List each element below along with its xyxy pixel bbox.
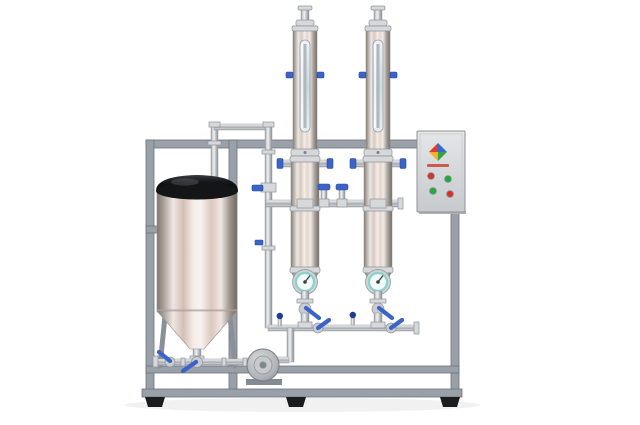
- manifold-end-cap: [397, 197, 404, 210]
- tee-collar: [370, 321, 386, 329]
- pipe-clamp: [242, 357, 248, 367]
- indicator-light-red[interactable]: [427, 172, 435, 180]
- frame-base-rail: [141, 388, 463, 398]
- feed-tank: [156, 175, 238, 369]
- ball-valve-knob: [276, 312, 283, 320]
- control-panel: [416, 130, 466, 214]
- centrifugal-pump: [246, 348, 290, 385]
- lid-highlight: [171, 178, 199, 186]
- panel-enclosure: [416, 130, 466, 213]
- tri-clamp-fitting: [336, 198, 348, 208]
- pipe-clamp: [180, 357, 186, 367]
- pipe-elbow: [262, 121, 275, 128]
- ball-valve-knob: [349, 311, 356, 319]
- drain-stub: [350, 316, 355, 326]
- pipe-clamp: [221, 357, 227, 367]
- left-down-pipe: [264, 123, 273, 329]
- valve-handle: [254, 239, 264, 246]
- top-transfer-pipe: [213, 123, 269, 131]
- membrane-column-1: [277, 6, 333, 325]
- frame-foot: [286, 397, 306, 407]
- valve-handle: [335, 183, 349, 191]
- manifold-fittings: [276, 183, 405, 334]
- valve-handle: [251, 184, 264, 192]
- logo-quarter-left: [429, 152, 438, 161]
- panel-door-seam: [419, 133, 463, 210]
- brand-logo-icon: [429, 143, 447, 161]
- pipe-clamp: [261, 149, 276, 155]
- drain-stub: [277, 317, 282, 327]
- frame-foot: [145, 397, 165, 407]
- valve-lever: [388, 317, 405, 331]
- tee-collar: [296, 198, 314, 209]
- logo-quarter-bottom: [438, 152, 447, 161]
- logo-quarter-right: [438, 143, 447, 152]
- tank-outlet-line: [152, 349, 261, 374]
- tank-shell: [156, 187, 238, 313]
- valve-handle: [317, 183, 331, 191]
- overhead-piping: [207, 121, 277, 329]
- membrane-column-2: [350, 6, 406, 325]
- indicator-light-red[interactable]: [446, 190, 454, 198]
- valve-lever: [315, 317, 332, 331]
- logo-quarter-top: [429, 143, 438, 152]
- tee-collar: [369, 198, 387, 209]
- pump-riser-pipe: [286, 327, 295, 363]
- pipe-end-cap: [152, 355, 159, 368]
- tank-lid-rim: [156, 182, 238, 200]
- pipe-clamp: [261, 245, 276, 251]
- tee-collar: [297, 321, 313, 329]
- pump-hub: [259, 361, 267, 369]
- pipe-clamp: [207, 140, 222, 146]
- tank-cone-bottom: [156, 310, 238, 350]
- frame-lower-rail: [145, 365, 460, 374]
- frame-left-post: [145, 139, 155, 394]
- panel-brand-text: [427, 164, 449, 167]
- tri-clamp-fitting: [318, 198, 330, 208]
- manifold-piping: [265, 197, 420, 363]
- indicator-light-green[interactable]: [429, 187, 437, 195]
- frame-foot: [440, 397, 460, 407]
- valve-lever: [156, 349, 173, 364]
- valve-lever: [180, 359, 199, 374]
- pump-base: [246, 379, 282, 385]
- pipe-elbow: [208, 121, 221, 128]
- indicator-light-green[interactable]: [444, 175, 452, 183]
- manifold-end-cap: [413, 321, 420, 335]
